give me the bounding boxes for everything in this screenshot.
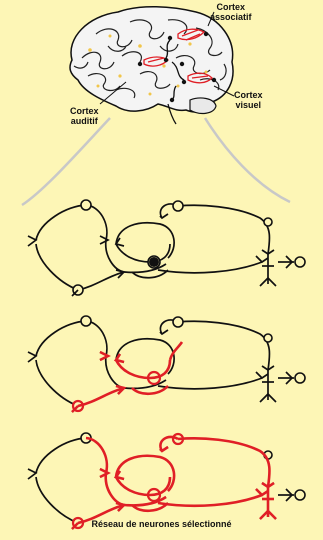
connector-right [203,117,291,204]
label-cortex-auditif-line2: auditif [70,116,98,126]
caption: Réseau de neurones sélectionné [91,519,232,529]
brain-gyri [73,19,227,99]
network-2 [27,315,306,413]
pointer-associatif [207,11,215,27]
label-cortex-associatif: Cortex associatif [210,2,252,22]
network-1 [27,199,306,297]
brain-link-dots [137,31,217,103]
network-3-selected-neurons [71,432,185,530]
brain-outline [69,5,234,113]
label-cortex-visuel-line1: Cortex [234,90,263,100]
network-1-active-node [149,257,159,267]
label-cortex-visuel: Cortex visuel [234,90,263,110]
network-2-selected-neurons [71,370,162,413]
label-cortex-auditif: Cortex auditif [70,106,99,126]
cerebellum [189,97,217,115]
pointer-auditif [99,81,127,105]
network-3 [27,432,306,530]
brain-neuron-sketches [143,28,213,84]
network-3-selected-paths [71,435,277,530]
brain-highlights [88,34,208,96]
label-cortex-associatif-line1: Cortex [216,2,246,12]
brain-illustration [21,5,291,207]
connector-left [21,117,111,207]
label-cortex-associatif-line2: associatif [210,12,252,22]
label-cortex-auditif-line1: Cortex [70,106,99,116]
label-cortex-visuel-line2: visuel [235,100,262,110]
network-2-selected-paths [71,341,184,413]
brain-stem [167,103,177,125]
pointer-visuel [213,85,235,97]
